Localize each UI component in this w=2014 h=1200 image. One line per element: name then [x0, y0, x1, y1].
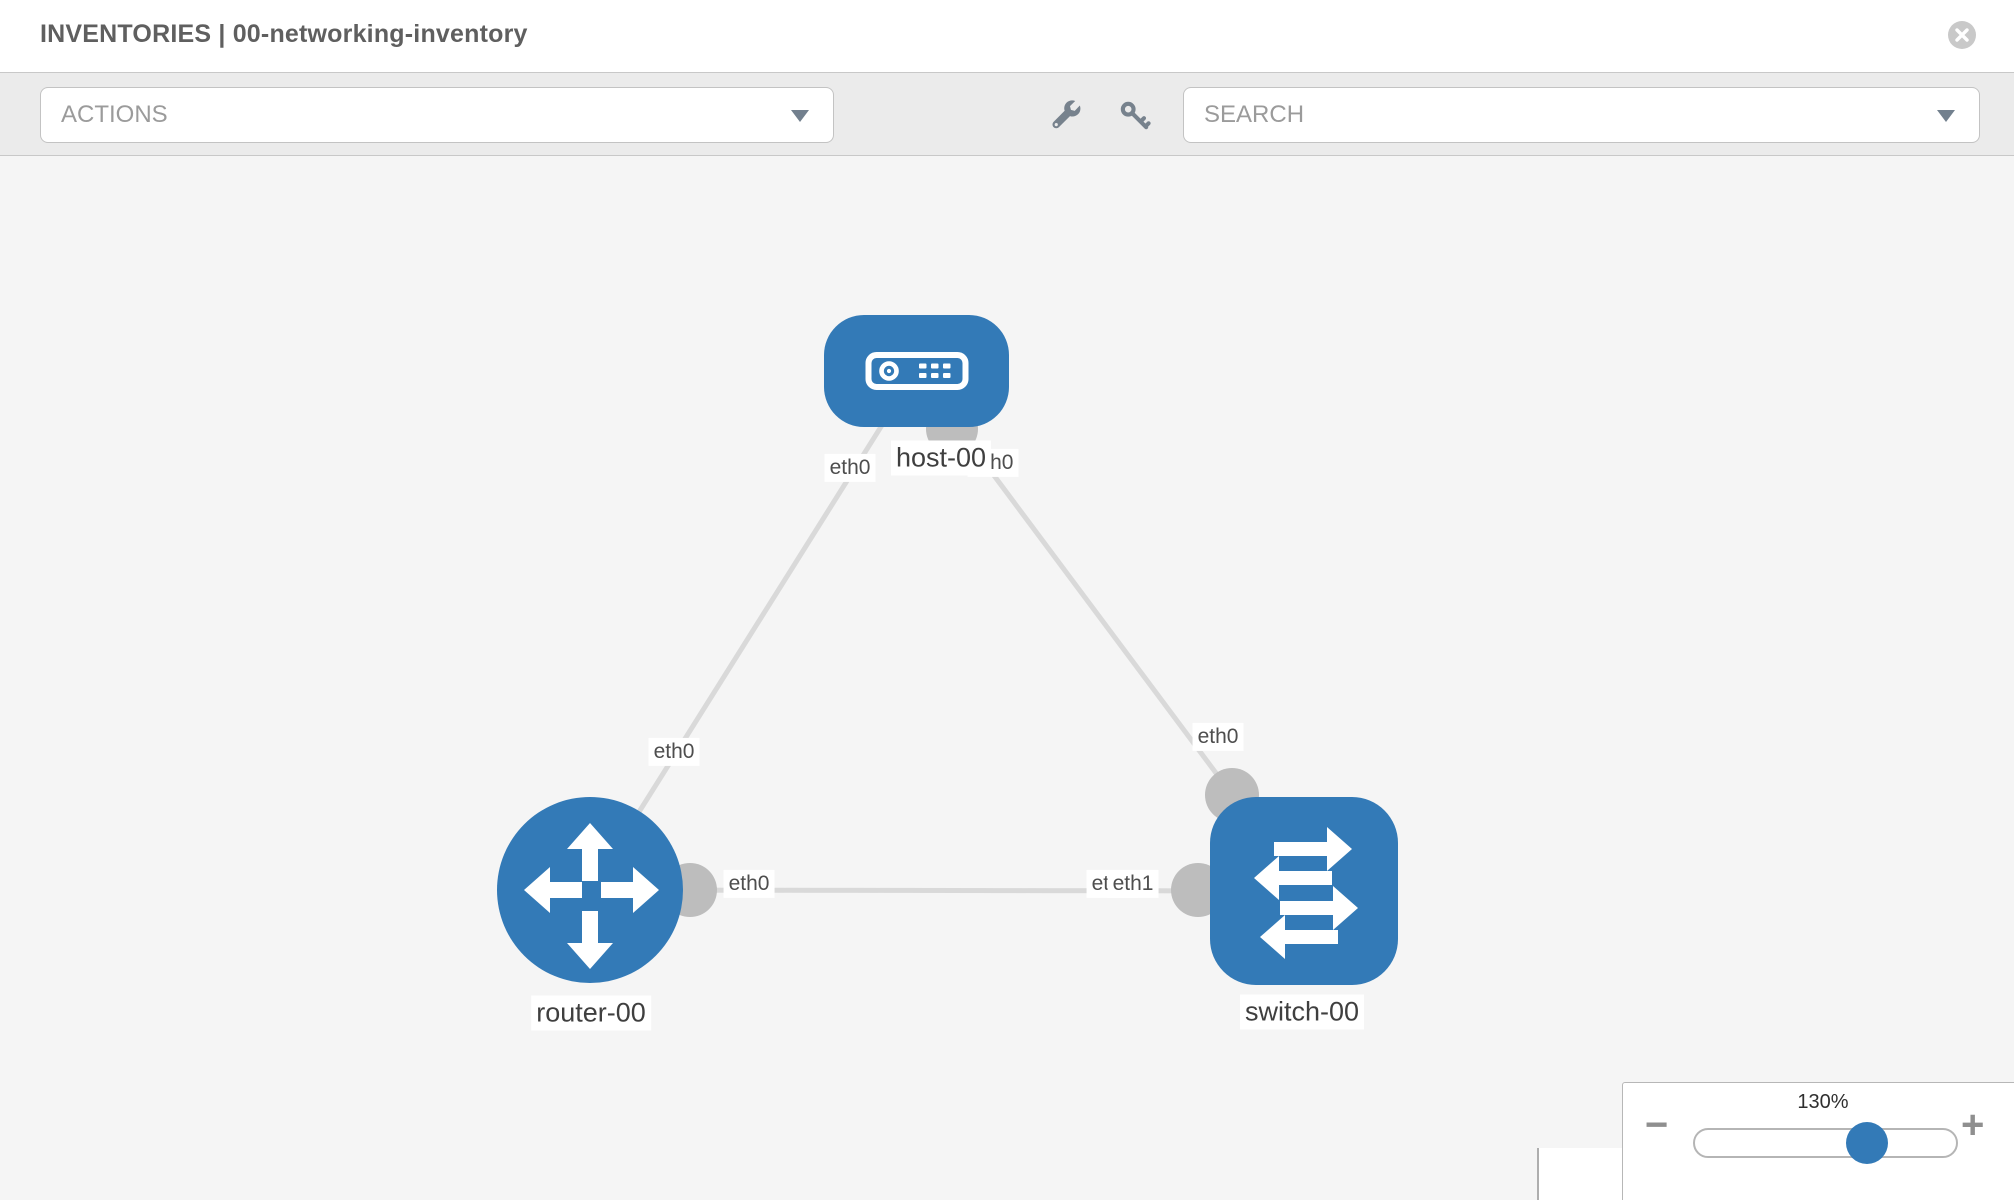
node-switch-00[interactable] [1210, 797, 1398, 985]
zoom-level-value: 130% [1797, 1091, 1849, 1113]
close-icon[interactable] [1948, 21, 1976, 49]
node-host-00[interactable] [824, 315, 1009, 427]
topology-canvas[interactable] [0, 156, 2014, 1200]
header: INVENTORIES | 00-networking-inventory [0, 0, 2014, 72]
interface-label: eth0 [648, 737, 700, 767]
zoom-out-button[interactable]: − [1645, 1103, 1669, 1147]
switch-arrows-icon [1254, 827, 1358, 959]
node-label-router: router-00 [531, 995, 651, 1031]
interface-label: eth1 [1107, 869, 1159, 899]
zoom-panel: 130% − + [1622, 1082, 2014, 1200]
router-arrows-icon [524, 823, 659, 969]
wrench-icon[interactable] [1048, 99, 1082, 133]
chevron-down-icon [1937, 110, 1955, 122]
interface-label: eth0 [824, 453, 876, 483]
x-glyph [1955, 28, 1969, 42]
zoom-slider-thumb[interactable] [1846, 1122, 1888, 1164]
node-label-switch: switch-00 [1239, 994, 1365, 1030]
node-label-host: host-00 [890, 440, 992, 476]
page-title: INVENTORIES | 00-networking-inventory [40, 20, 528, 48]
zoom-in-button[interactable]: + [1961, 1103, 1985, 1147]
zoom-slider[interactable] [1693, 1122, 1958, 1164]
actions-dropdown[interactable]: ACTIONS [40, 87, 834, 143]
search-dropdown[interactable]: SEARCH [1183, 87, 1980, 143]
search-dropdown-label: SEARCH [1204, 101, 1305, 128]
node-router-00[interactable] [497, 797, 683, 983]
server-icon [865, 352, 968, 390]
toolbar: ACTIONS SEARCH [0, 72, 2014, 156]
interface-label: eth0 [723, 869, 775, 899]
interface-label: eth0 [1192, 722, 1244, 752]
actions-dropdown-label: ACTIONS [61, 101, 168, 128]
key-icon[interactable] [1118, 99, 1152, 133]
chevron-down-icon [791, 110, 809, 122]
